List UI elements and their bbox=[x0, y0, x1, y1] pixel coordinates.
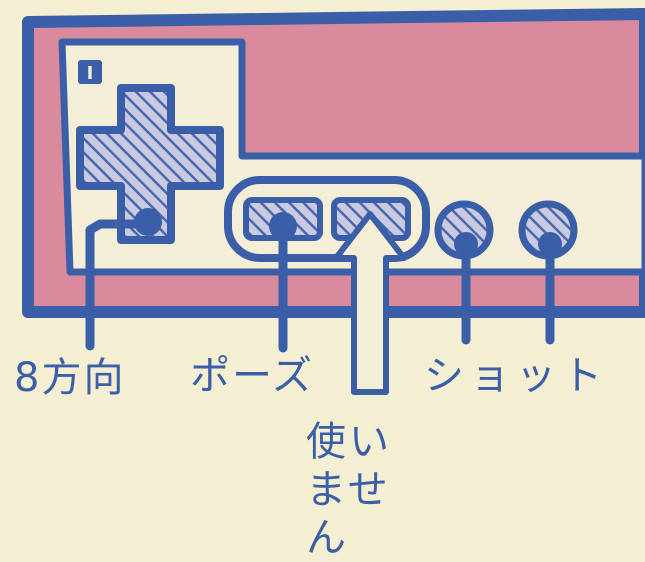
leader-lines bbox=[85, 219, 555, 353]
dpad-label: 8方向 bbox=[14, 355, 126, 401]
unused-arrow-icon bbox=[333, 211, 407, 395]
pause-label: ポーズ bbox=[190, 353, 314, 399]
controller-illustration: I bbox=[22, 8, 645, 395]
dpad-icon bbox=[76, 84, 224, 244]
unused-label: 使いません bbox=[306, 419, 392, 561]
controller-number-text: I bbox=[87, 63, 94, 84]
dpad-leader-line bbox=[85, 219, 153, 351]
controller-number-badge bbox=[78, 60, 102, 84]
shot-label: ショット bbox=[424, 353, 608, 399]
controller-diagram: I 8方向 ポーズ 使いません ショット bbox=[14, 8, 645, 561]
controller-face-panel bbox=[58, 38, 645, 276]
